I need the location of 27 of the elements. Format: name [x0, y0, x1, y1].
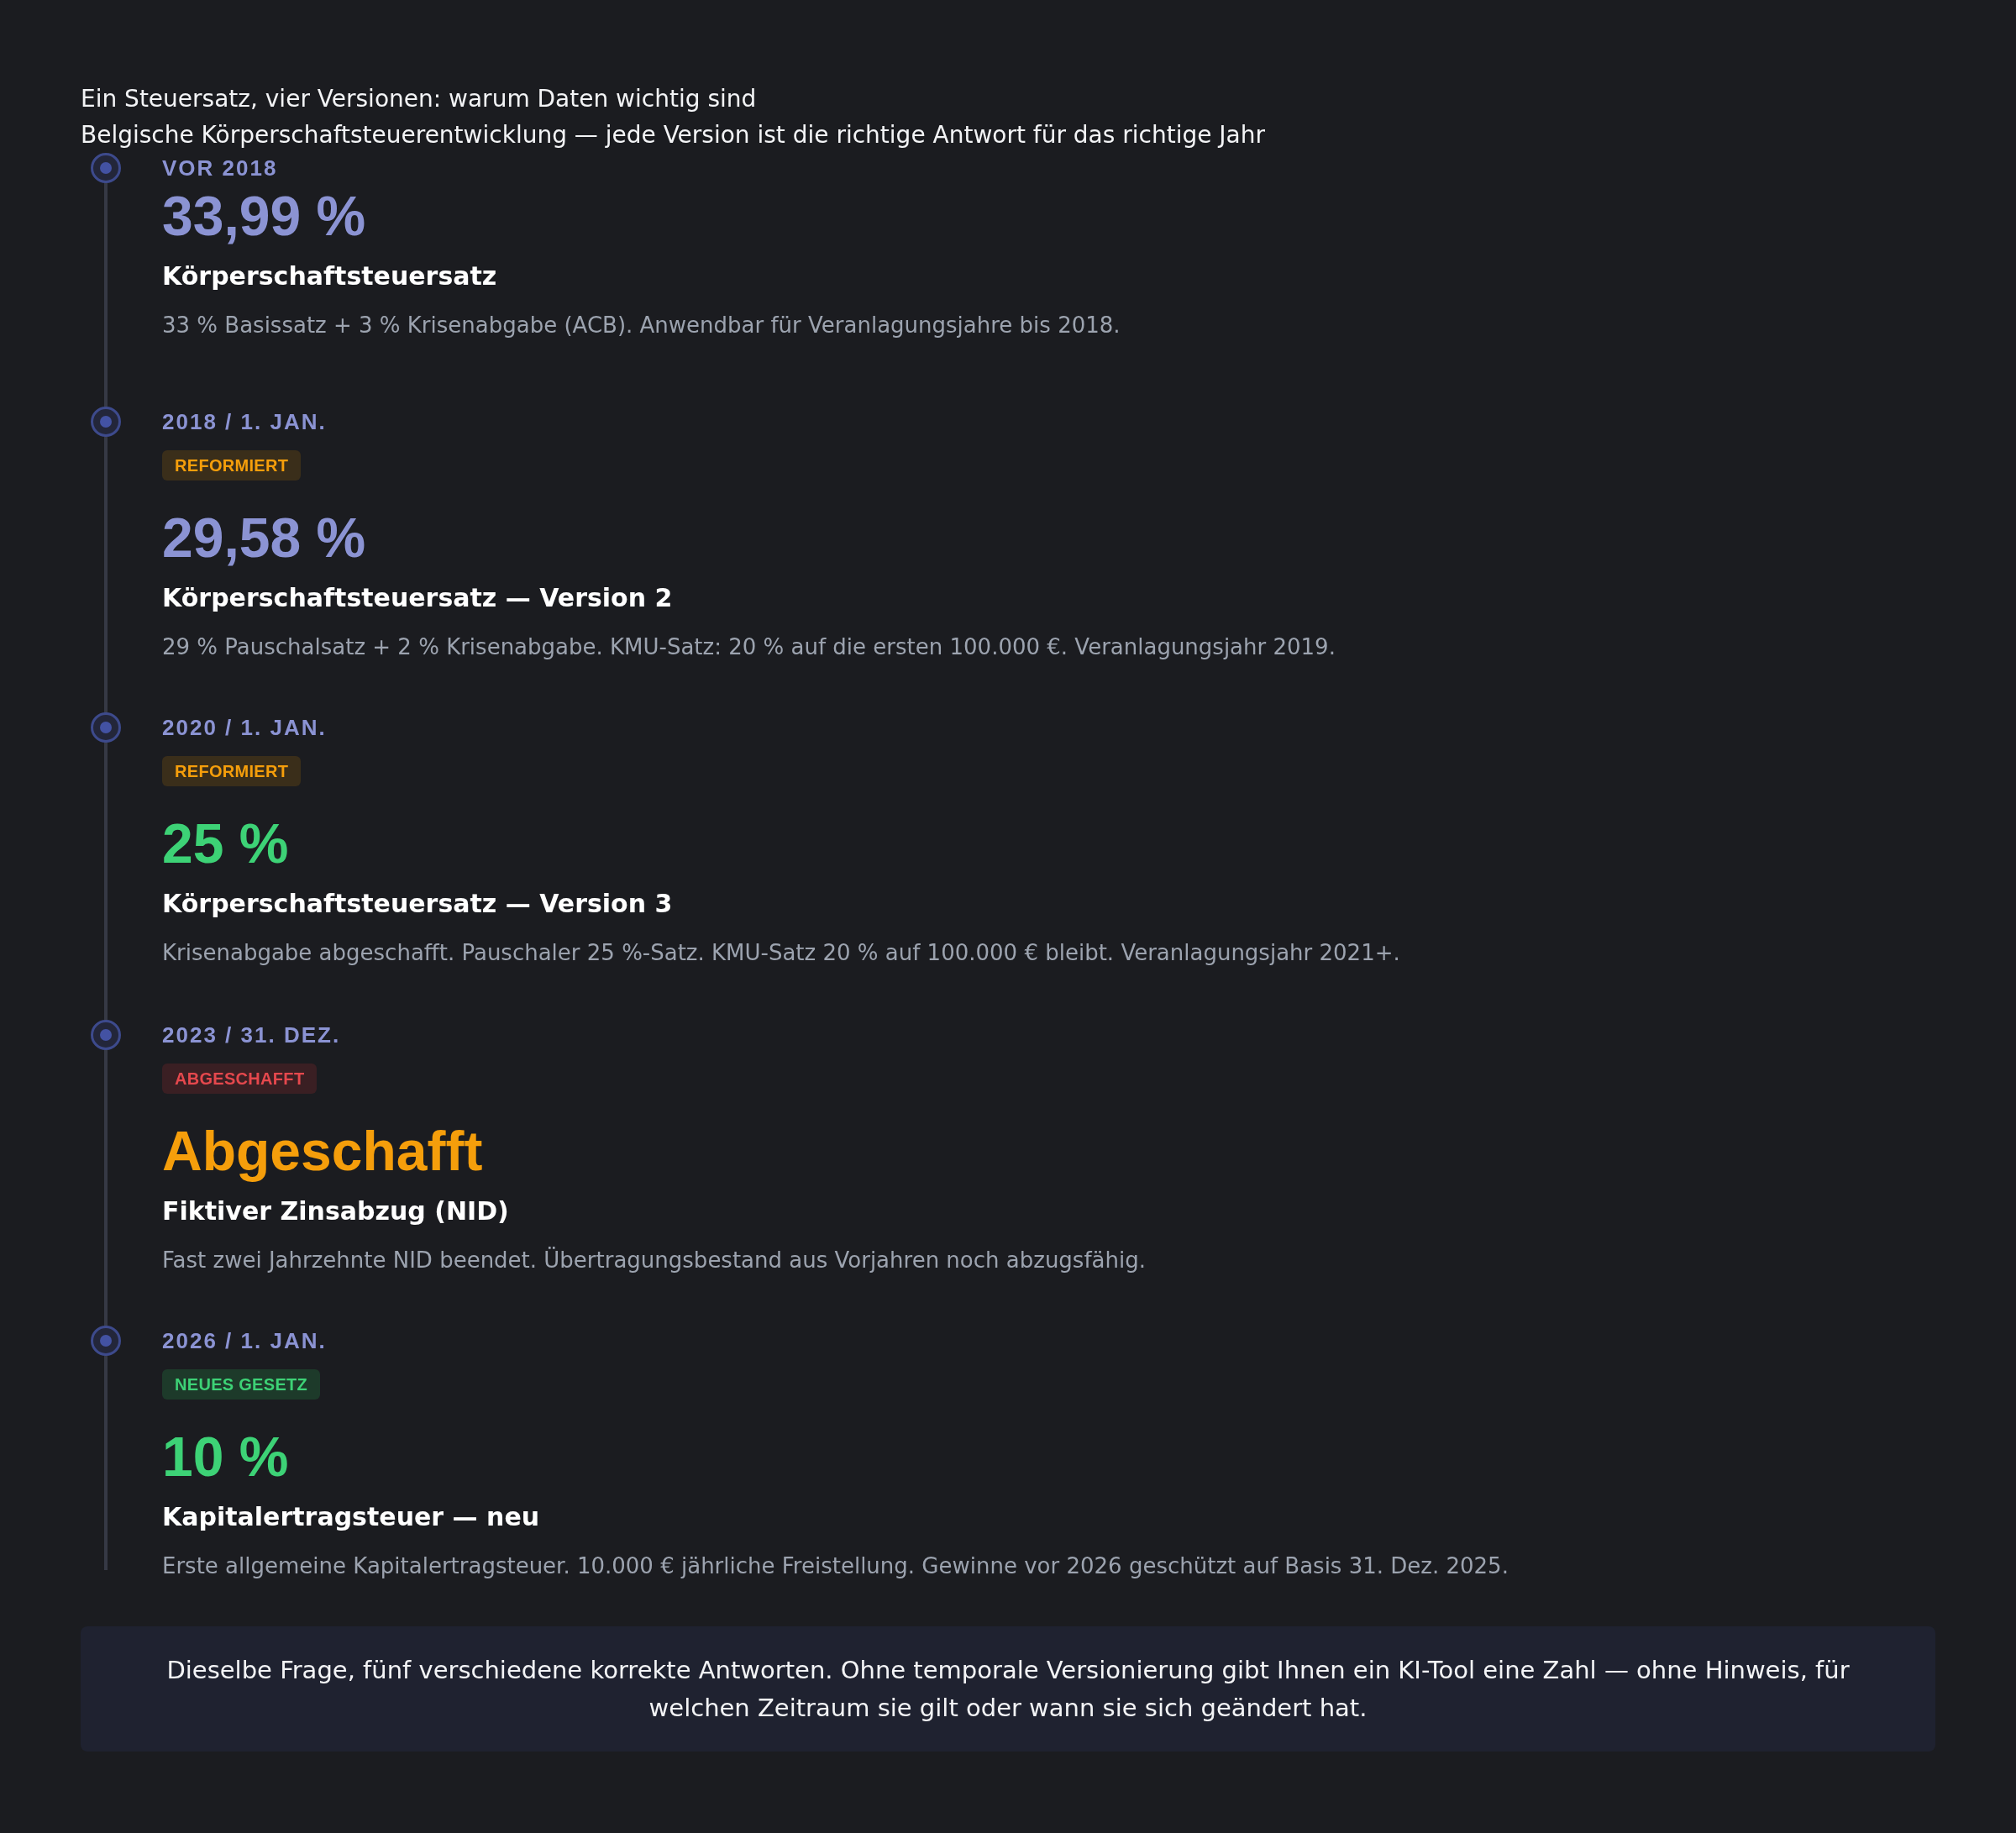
rate-value: 25 %: [162, 811, 289, 875]
entry-description: 33 % Basissatz + 3 % Krisenabgabe (ACB). Anwendbar für Veranlagungsjahre bis 2018.: [162, 312, 1121, 339]
entry-heading: Körperschaftsteuersatz — Version 3: [162, 888, 673, 920]
date-label: VOR 2018: [162, 155, 278, 182]
entry-description: Fast zwei Jahrzehnte NID beendet. Übertragungsbestand aus Vorjahren noch abzugsfähig.: [162, 1246, 1146, 1274]
entry-heading: Kapitalertragsteuer — neu: [162, 1501, 540, 1533]
subtitle: Belgische Körperschaftsteuerentwicklung — jede Version ist die richtige Antwort für das richtige Jahr: [81, 120, 1265, 150]
rate-value: 29,58 %: [162, 506, 366, 570]
rate-value: Abgeschafft: [162, 1119, 483, 1183]
entry-heading: Körperschaftsteuersatz — Version 2: [162, 582, 673, 614]
entry-heading: Körperschaftsteuersatz: [162, 260, 497, 292]
status-badge: REFORMIERT: [162, 450, 302, 481]
date-label: 2018 / 1. JAN.: [162, 408, 327, 436]
status-badge: NEUES GESETZ: [162, 1369, 321, 1400]
caption-text: Dieselbe Frage, fünf verschiedene korrekte Antworten. Ohne temporale Versionierung gibt Ihnen ein KI-Tool eine Zahl — ohne Hinweis, für welchen Zeitraum sie gilt oder wann sie sich geändert hat.: [165, 1654, 1851, 1724]
entry-description: 29 % Pauschalsatz + 2 % Krisenabgabe. KMU-Satz: 20 % auf die ersten 100.000 €. Veranlagungsjahr 2019.: [162, 633, 1336, 661]
rate-value: 10 %: [162, 1425, 289, 1489]
date-label: 2023 / 31. DEZ.: [162, 1022, 341, 1049]
entry-description: Krisenabgabe abgeschafft. Pauschaler 25 %-Satz. KMU-Satz 20 % auf 100.000 € bleibt. Veranlagungsjahr 2021+.: [162, 939, 1400, 967]
diagram-title: Ein Steuersatz, vier Versionen: warum Daten wichtig sind: [81, 84, 757, 114]
date-label: 2020 / 1. JAN.: [162, 714, 327, 742]
rate-value: 33,99 %: [162, 184, 366, 248]
entry-heading: Fiktiver Zinsabzug (NID): [162, 1195, 509, 1227]
status-badge: ABGESCHAFFT: [162, 1064, 318, 1094]
date-label: 2026 / 1. JAN.: [162, 1327, 327, 1355]
entry-description: Erste allgemeine Kapitalertragsteuer. 10.000 € jährliche Freistellung. Gewinne vor 2026 geschützt auf Basis 31. Dez. 2025.: [162, 1552, 1509, 1580]
status-badge: REFORMIERT: [162, 756, 302, 786]
